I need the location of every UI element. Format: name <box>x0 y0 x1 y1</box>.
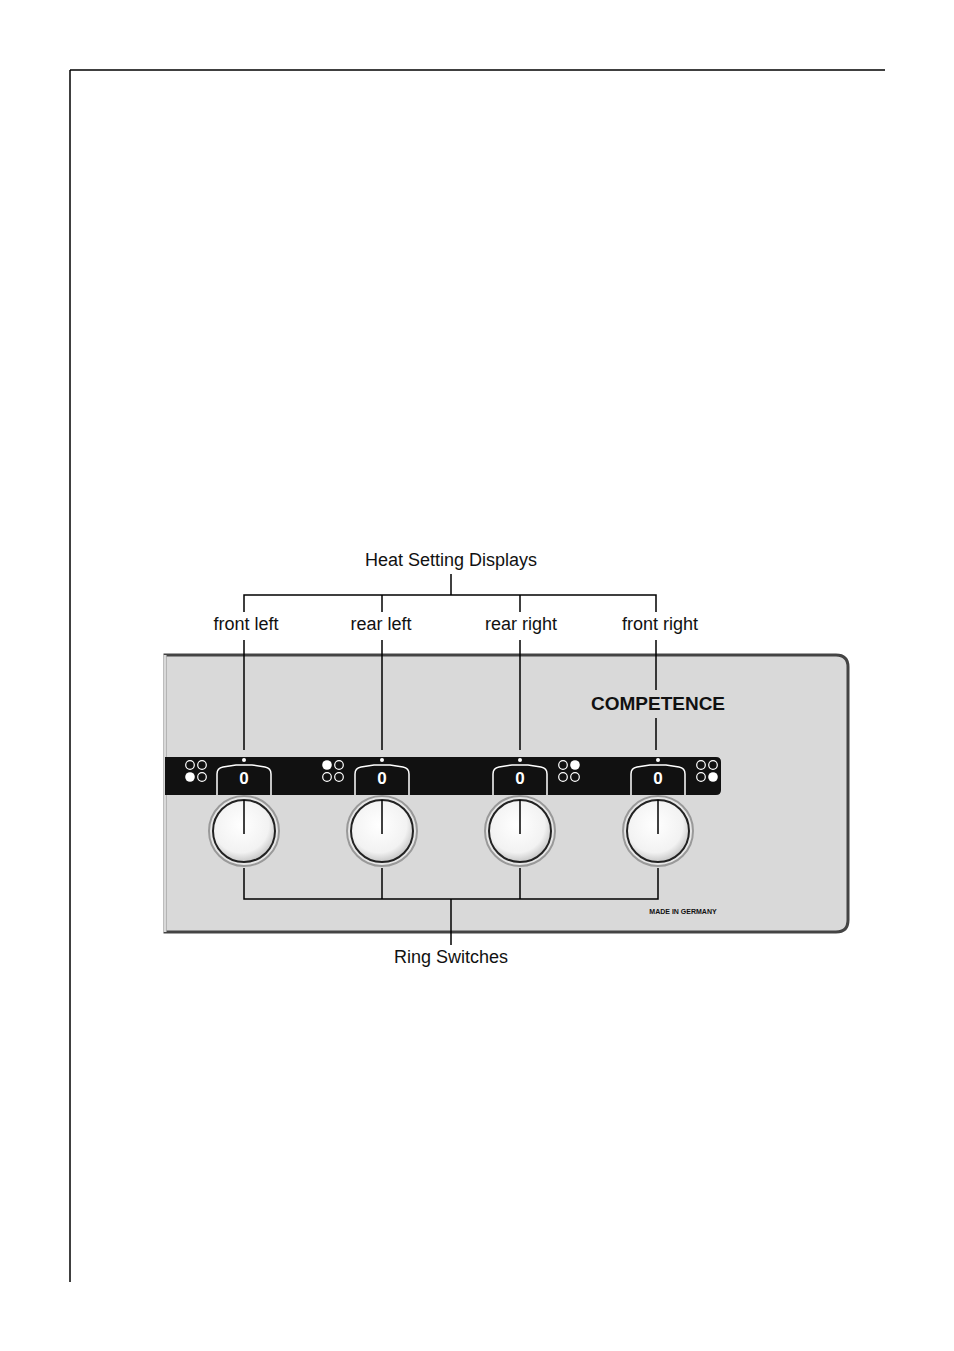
heat-setting-digit: 0 <box>377 770 386 789</box>
heat-setting-digit: 0 <box>515 770 524 789</box>
callout-label: Ring Switches <box>391 947 511 969</box>
position-label: front right <box>619 614 701 636</box>
origin-mark: MADE IN GERMANY <box>649 908 716 916</box>
callout-label: Heat Setting Displays <box>362 550 540 572</box>
position-label: rear left <box>347 614 414 636</box>
heat-setting-digit: 0 <box>653 770 662 789</box>
brand-name: COMPETENCE <box>591 694 725 715</box>
position-label: front left <box>210 614 281 636</box>
position-label: rear right <box>482 614 560 636</box>
heat-setting-digit: 0 <box>239 770 248 789</box>
